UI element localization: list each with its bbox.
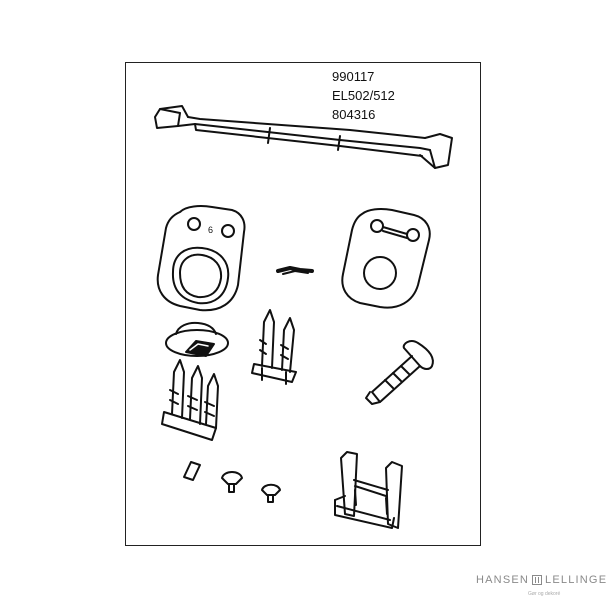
illustration-frame (125, 62, 481, 546)
countersunk-screw-drawing (365, 340, 434, 405)
product-code-2: EL502/512 (332, 88, 395, 103)
brand-logo: HANSEN LELLINGE (476, 574, 607, 586)
brand-name-left: HANSEN (476, 574, 530, 586)
product-code-3: 804316 (332, 107, 376, 122)
brand-tagline: Gør og dekoré (528, 591, 561, 597)
connector-pins-3-drawing (161, 359, 219, 441)
mounting-bracket-drawing (334, 451, 403, 529)
small-screw-2-drawing (261, 483, 281, 503)
brand-mark-icon (532, 575, 543, 585)
small-pin-drawing (183, 461, 201, 481)
spring-pin-drawing (276, 266, 314, 275)
connecting-bar-drawing (154, 105, 453, 169)
brand-name-right: LELLINGE (545, 574, 608, 586)
product-code-1: 990117 (332, 69, 375, 84)
small-screw-1-drawing (221, 471, 243, 493)
product-codes: 990117 EL502/512 804316 (332, 67, 395, 124)
svg-text:6: 6 (208, 225, 213, 235)
cylinder-cap-drawing (165, 321, 229, 357)
escutcheon-plate-front-drawing: 6 (156, 205, 246, 312)
connector-pins-2-drawing (251, 309, 297, 385)
escutcheon-plate-back-drawing (341, 208, 431, 309)
